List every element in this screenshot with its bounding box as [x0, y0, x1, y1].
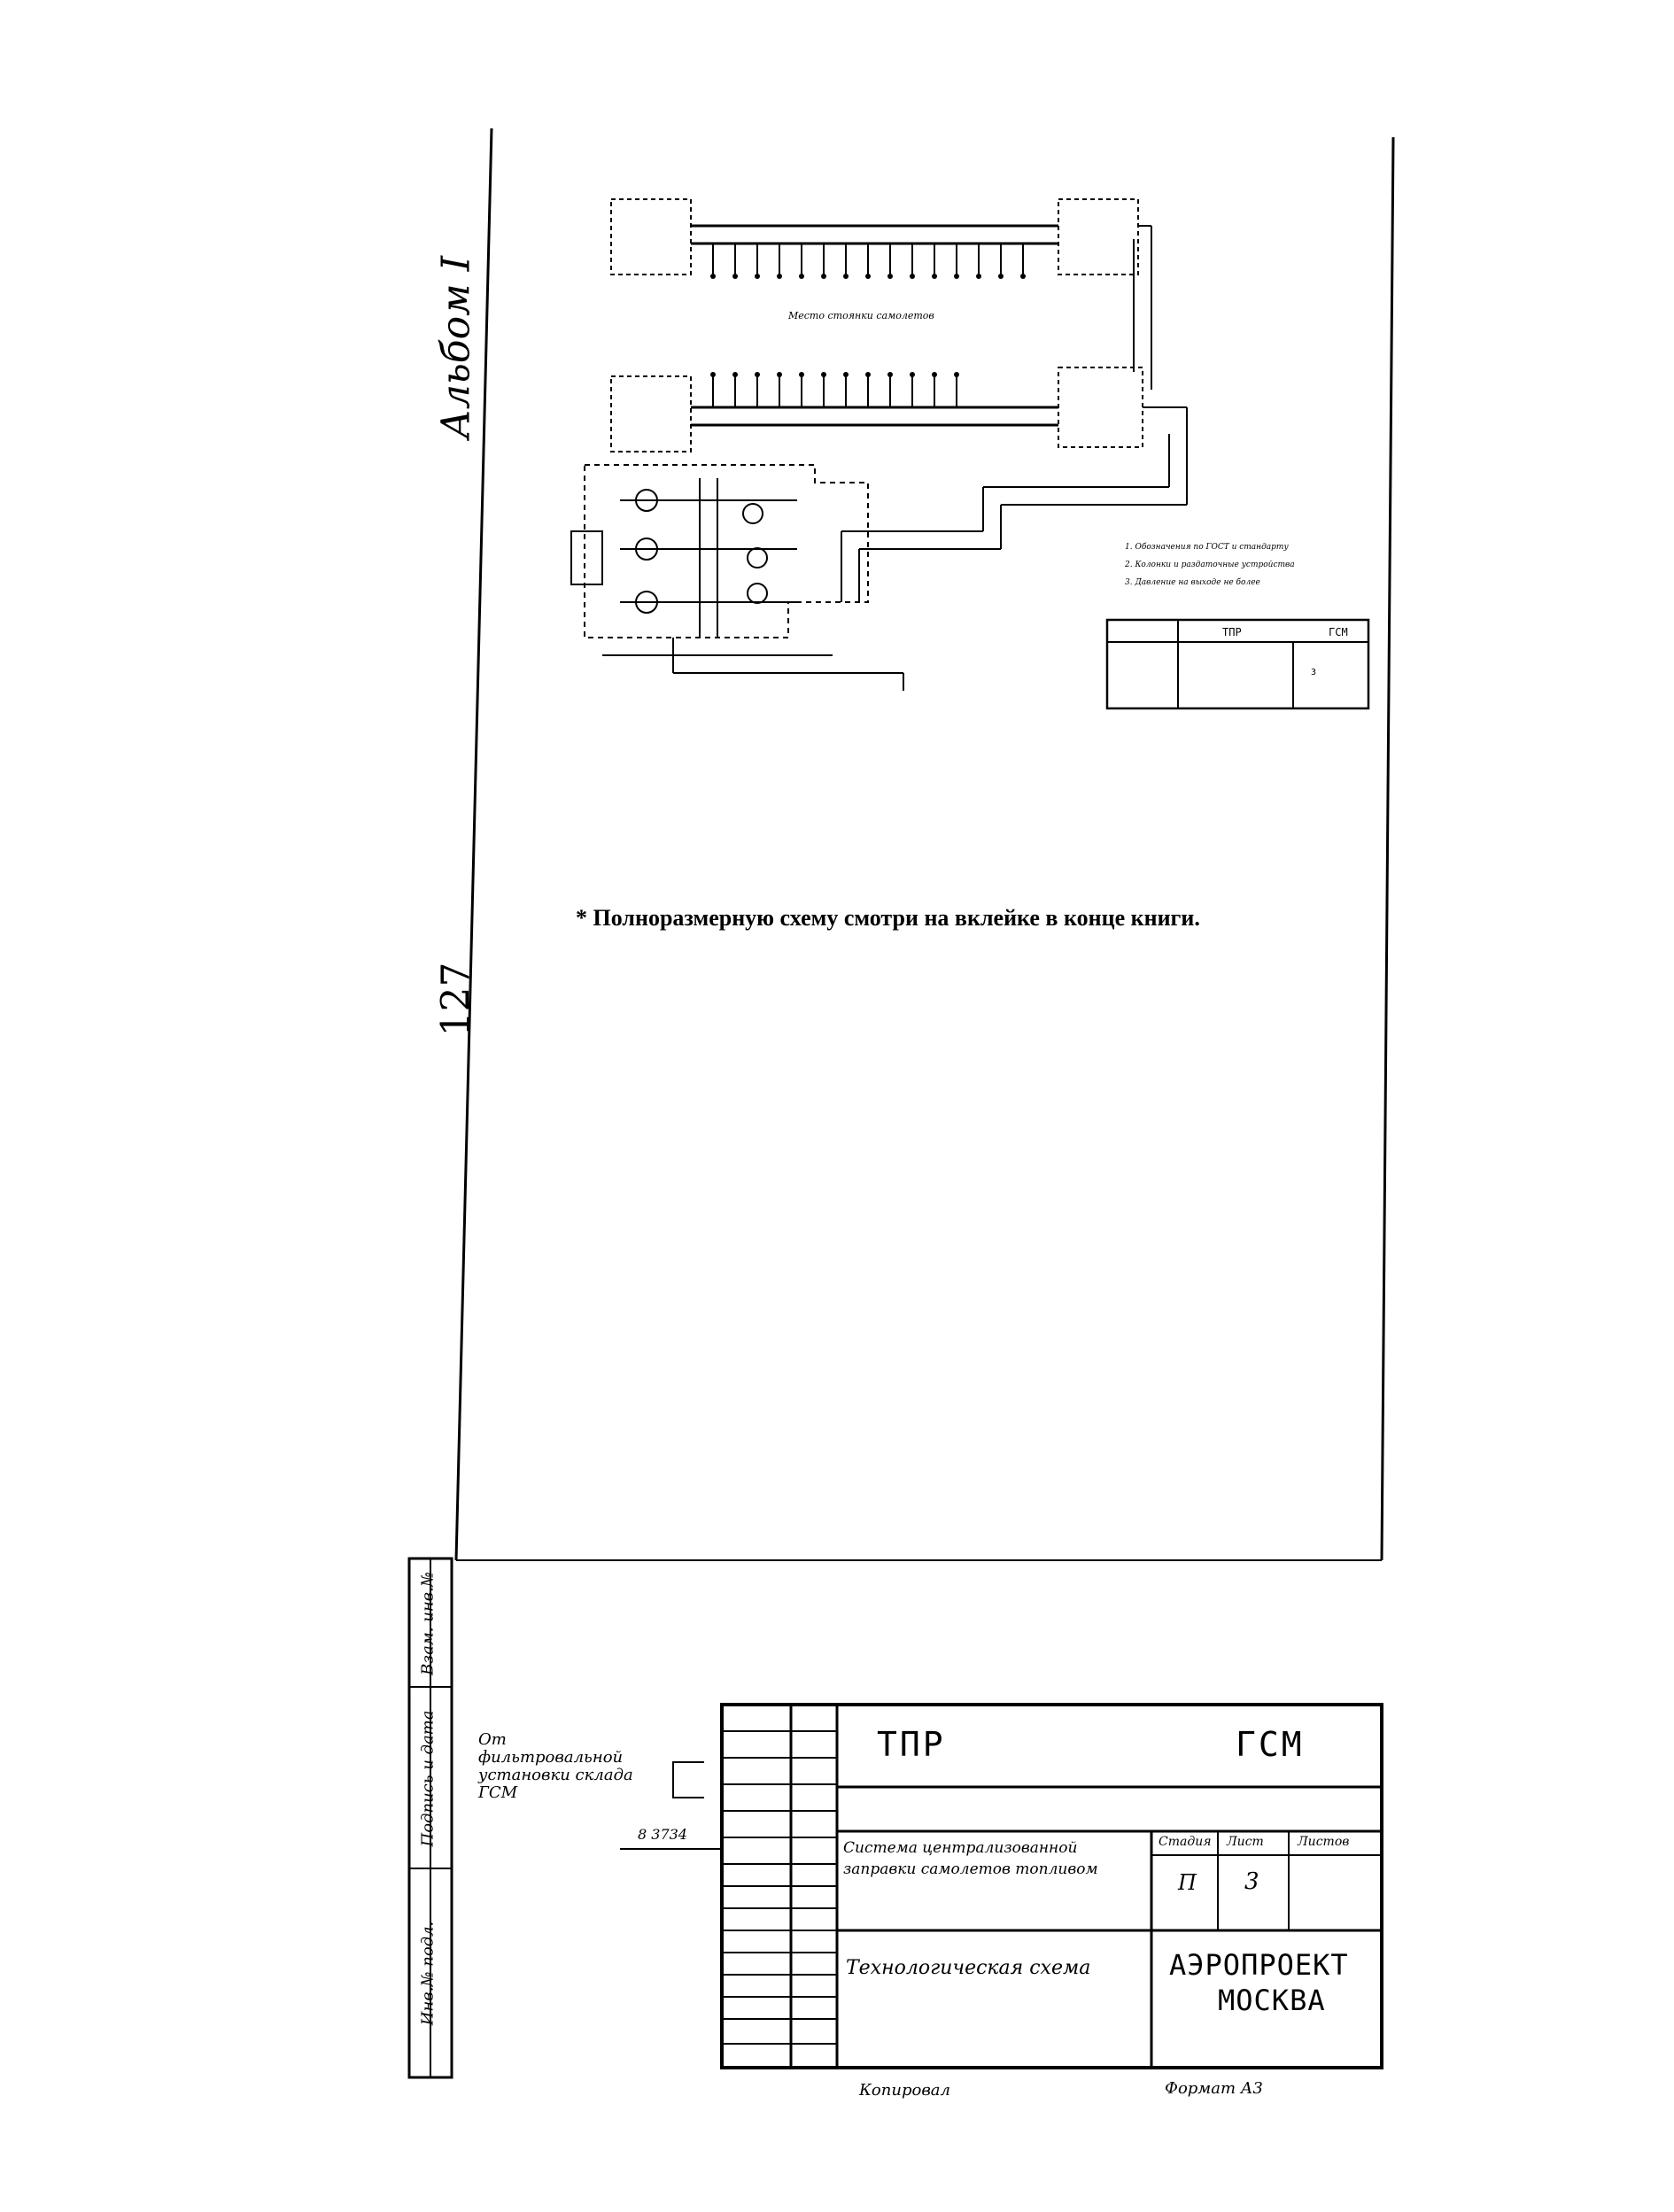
title-block-note: От фильтровальной установки склада ГСМ — [478, 1730, 633, 1802]
sheets-label: Листов — [1298, 1835, 1350, 1849]
schematic-stamp-right: ГСМ — [1329, 626, 1348, 638]
schematic-note-1: 1. Обозначения по ГОСТ и стандарту — [1125, 542, 1289, 552]
sheet-value: 3 — [1244, 1868, 1259, 1895]
stage-label: Стадия — [1159, 1835, 1212, 1849]
schematic-middle-label: Место стоянки самолетов — [787, 310, 934, 321]
pump-station-boundary — [584, 464, 869, 638]
project-label: ТПР — [877, 1725, 946, 1764]
schematic-stamp-left: ТПР — [1222, 626, 1242, 638]
schematic-note-3: 3. Давление на выходе не более — [1125, 577, 1260, 587]
control-cabinet — [570, 530, 603, 585]
schematic-stamp — [1105, 618, 1370, 710]
terminal-box-bottom-left — [610, 375, 692, 452]
terminal-box-top-left — [610, 198, 692, 275]
schematic-note-2: 2. Колонки и раздаточные устройства — [1124, 561, 1295, 569]
terminal-box-top-right — [1058, 198, 1139, 275]
title-block-code: 8 3734 — [638, 1826, 687, 1843]
sheet-format: Формат А3 — [1165, 2079, 1263, 2098]
drawing-title: Технологическая схема — [846, 1957, 1091, 1979]
copied-by: Копировал — [859, 2081, 950, 2100]
stage-value: П — [1178, 1870, 1197, 1895]
sheet-label: Лист — [1227, 1835, 1264, 1849]
object-label: ГСМ — [1236, 1725, 1305, 1764]
schematic-section-number: 3 — [1311, 668, 1316, 677]
project-description: Система централизованной заправки самоле… — [843, 1839, 1098, 1878]
technological-schematic: Место стоянки самолетов 1. Обозначения п… — [570, 198, 1370, 710]
organization-line-1: АЭРОПРОЕКТ — [1169, 1948, 1349, 1982]
organization-line-2: МОСКВА — [1218, 1984, 1326, 2017]
filter-1 — [742, 503, 763, 524]
footnote: * Полноразмерную схему смотри на вклейке… — [576, 905, 1200, 931]
